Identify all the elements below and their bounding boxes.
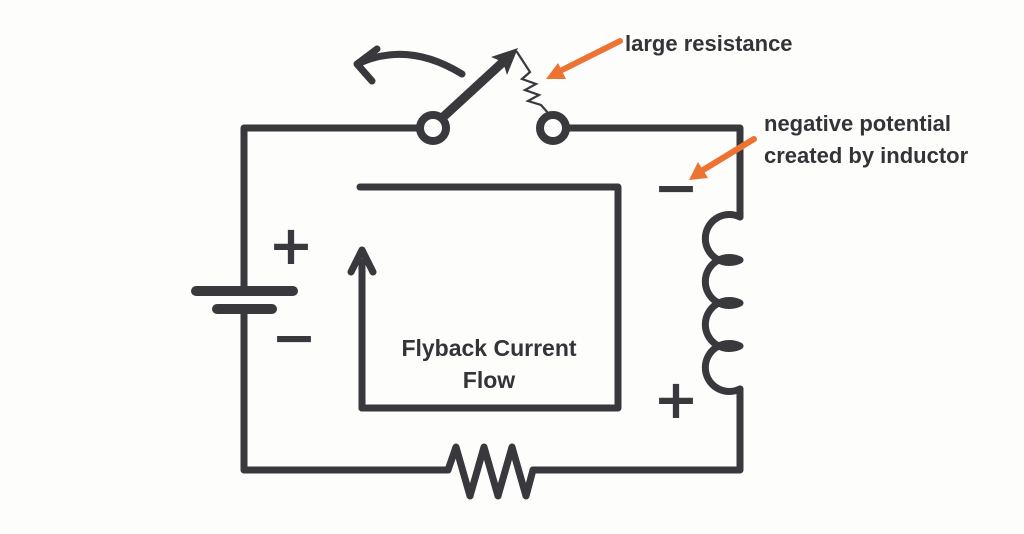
flyback-current-loop-arrow: Flyback Current Flow [347,183,622,412]
negative-potential-annotation: negative potential created by inductor [689,111,969,180]
flyback-label-line2: Flow [463,367,515,393]
battery-icon: + − [191,214,317,369]
inductor-positive-sign: + [653,368,698,431]
switch-arm-arrowhead [491,48,518,75]
switch-icon [353,45,570,145]
switch-terminal-right [536,111,570,145]
wire-top-left [240,124,422,290]
negative-potential-label-line2: created by inductor [764,143,969,168]
outer-circuit-loop [240,124,744,474]
large-resistance-label: large resistance [625,31,793,56]
orange-arrowhead-resistance [546,63,566,79]
flyback-label-line1: Flyback Current [401,335,576,361]
resistor-zigzag-icon [444,443,537,500]
switch-motion-arc [358,50,466,78]
orange-arrow-shaft-resistance [559,38,623,73]
orange-arrowhead-potential [689,162,708,180]
battery-negative-sign: − [271,306,316,369]
negative-potential-label-line1: negative potential [764,111,951,136]
switch-arm [436,57,508,124]
switch-motion-arrowhead [353,45,381,85]
switch-motion-arrow-icon [353,45,466,85]
wire-left-bottom [240,310,452,474]
large-resistance-zigzag-icon [515,50,551,116]
large-resistance-annotation: large resistance [546,31,793,79]
switch-terminal-left [416,111,450,145]
flyback-loop-arrowhead [347,246,377,276]
wire-top-right [564,124,744,221]
battery-positive-sign: + [268,214,313,277]
orange-arrow-shaft-potential [700,136,757,173]
wire-bottom-right [529,385,744,474]
inductor-coil-icon [701,211,744,395]
inductor-negative-sign: − [653,156,698,219]
flyback-loop-outline [356,183,622,412]
